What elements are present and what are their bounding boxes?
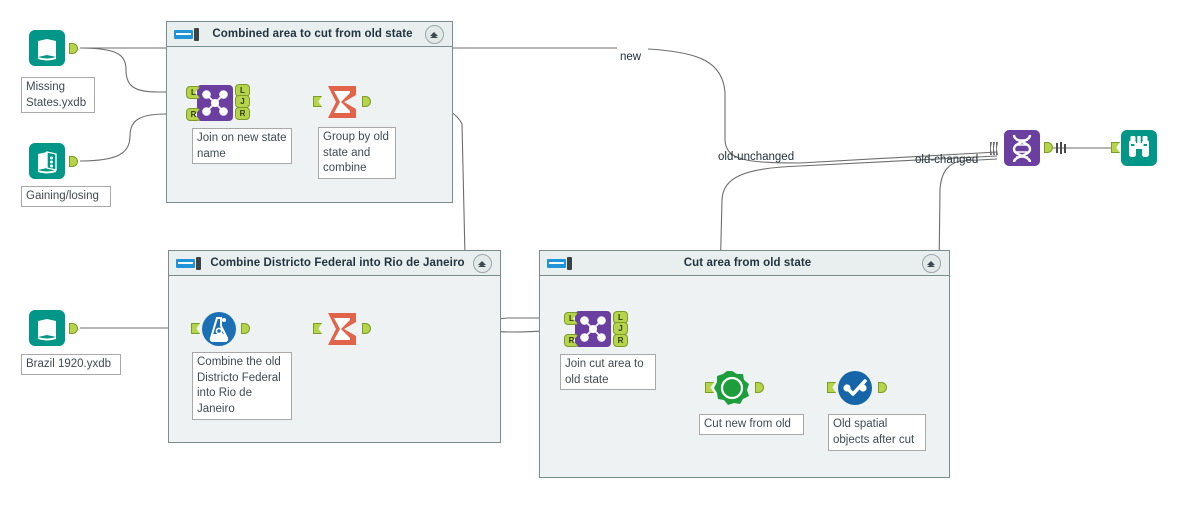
annotation-brazil-1920: Brazil 1920.yxdb — [21, 354, 121, 375]
tool-container-icon — [174, 27, 200, 41]
container-header[interactable]: Combine Districto Federal into Rio de Ja… — [169, 251, 500, 276]
summarize-sigma-icon — [328, 86, 356, 118]
input-data-tool-missing-states[interactable] — [28, 29, 66, 67]
output-anchor[interactable] — [1044, 142, 1053, 153]
join-output-anchor-r[interactable]: R — [235, 107, 250, 120]
output-anchor[interactable] — [878, 382, 887, 393]
output-anchor[interactable] — [69, 43, 78, 54]
summarize-tool-group-old-state[interactable] — [322, 83, 360, 121]
output-anchor[interactable] — [362, 96, 371, 107]
chevron-up-icon[interactable] — [425, 24, 444, 44]
tool-container-icon — [176, 256, 202, 270]
join-icon — [575, 311, 611, 347]
container-title: Combine Districto Federal into Rio de Ja… — [210, 257, 465, 269]
output-anchor[interactable] — [69, 156, 78, 167]
join-icon — [197, 85, 233, 121]
select-tool-old-spatial-objects[interactable] — [836, 369, 874, 407]
formula-tool-combine-districto-federal[interactable] — [200, 310, 238, 348]
join-tool-cut-area[interactable] — [574, 310, 612, 348]
join-output-anchor-j[interactable]: J — [613, 322, 628, 335]
container-header[interactable]: Cut area from old state — [540, 251, 949, 276]
wire-label-old-changed: old-changed — [915, 154, 979, 166]
input-anchor[interactable] — [1111, 142, 1120, 153]
summarize-tool-districto-federal[interactable] — [322, 310, 360, 348]
record-count-marker — [1056, 142, 1070, 154]
union-tool[interactable] — [1003, 129, 1041, 167]
annotation-group-by-old-state: Group by old state and combine — [318, 127, 396, 179]
output-anchor[interactable] — [69, 323, 78, 334]
join-output-anchor-r[interactable]: R — [613, 334, 628, 347]
annotation-gaining-losing: Gaining/losing — [21, 186, 111, 207]
wire-label-old-unchanged: old-unchanged — [718, 151, 795, 163]
container-title: Cut area from old state — [683, 257, 812, 269]
browse-binoculars-icon — [1121, 130, 1157, 166]
join-tool-new-state[interactable] — [196, 84, 234, 122]
container-title: Combined area to cut from old state — [212, 28, 413, 40]
select-check-icon — [838, 371, 872, 405]
wire-label-new: new — [620, 51, 642, 63]
browse-tool[interactable] — [1120, 129, 1158, 167]
output-anchor[interactable] — [755, 382, 764, 393]
input-data-tool-gaining-losing[interactable] — [28, 142, 66, 180]
annotation-old-spatial-objects: Old spatial objects after cut — [828, 414, 926, 451]
annotation-combine-districto-federal: Combine the old Districto Federal into R… — [192, 352, 292, 420]
tool-container-icon — [547, 256, 573, 270]
output-anchor[interactable] — [241, 323, 250, 334]
annotation-cut-new-from-old: Cut new from old — [699, 414, 804, 435]
formula-flask-icon — [202, 312, 236, 346]
chevron-up-icon[interactable] — [473, 253, 492, 273]
input-data-icon — [29, 143, 65, 179]
summarize-sigma-icon — [328, 313, 356, 345]
spatial-process-icon — [714, 371, 749, 405]
annotation-missing-states: Missing States.yxdb — [21, 77, 95, 113]
union-icon — [1004, 130, 1040, 166]
input-data-icon — [29, 310, 65, 346]
union-multi-input-anchor[interactable] — [990, 142, 999, 155]
chevron-up-icon[interactable] — [922, 253, 941, 273]
spatial-process-tool-cut-new-from-old[interactable] — [713, 369, 751, 407]
input-data-icon — [29, 30, 65, 66]
output-anchor[interactable] — [362, 323, 371, 334]
input-data-tool-brazil-1920[interactable] — [28, 309, 66, 347]
annotation-join-cut-area: Join cut area to old state — [560, 354, 656, 390]
annotation-join-new-state: Join on new state name — [192, 128, 292, 164]
container-header[interactable]: Combined area to cut from old state — [167, 22, 452, 47]
